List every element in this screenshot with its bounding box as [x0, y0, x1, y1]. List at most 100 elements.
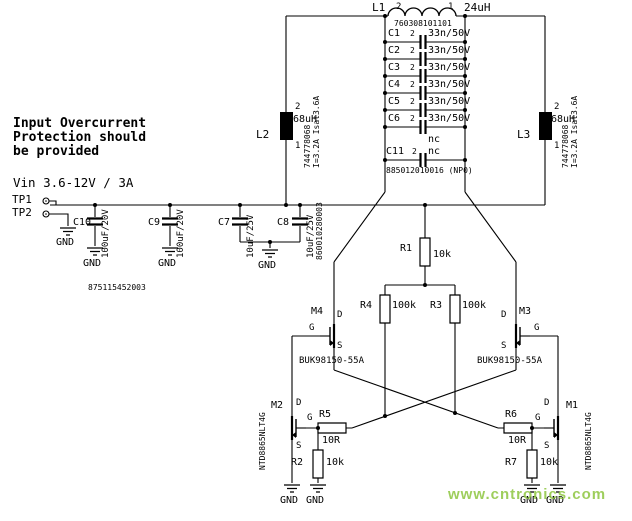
m1-part-label: NTD8865NLT4G	[584, 412, 593, 470]
m3-ref-label: M3	[519, 306, 532, 317]
watermark-text: www.cntronics.com	[448, 486, 607, 503]
l3-current-note-label: I=3.2A Isat3.6A	[570, 95, 579, 168]
c3-pin-label: 2	[410, 63, 415, 72]
c1-value-label: 33n/50V	[428, 28, 471, 39]
c4-ref-label: C4	[388, 79, 401, 90]
input-part-label: 875115452003	[88, 283, 146, 292]
tp1-marker	[43, 198, 49, 204]
m3-part-label: BUK98150-55A	[477, 356, 543, 366]
wires	[49, 16, 558, 483]
inductor-l1-symbol	[388, 8, 456, 16]
r7-value-label: 10k	[540, 457, 559, 468]
c10-ref-label: C10	[73, 217, 92, 228]
gnd-label-r7: GND	[520, 495, 539, 506]
gnd-label-tp: GND	[56, 237, 75, 248]
c7-ref-label: C7	[218, 217, 231, 228]
l2-pin-bot-label: 1	[295, 141, 301, 151]
r1-ref-label: R1	[400, 243, 413, 254]
choke-l2-symbol	[280, 112, 293, 140]
c11-ref-label: C11	[386, 146, 405, 157]
c6-ref-label: C6	[388, 113, 401, 124]
r5-value-label: 10R	[322, 435, 341, 446]
r3-ref-label: R3	[430, 300, 443, 311]
c1-ref-label: C1	[388, 28, 401, 39]
c3-ref-label: C3	[388, 62, 401, 73]
input-capacitor-symbols	[87, 219, 308, 225]
l2-pin-top-label: 2	[295, 102, 301, 112]
c11-pin-label: 2	[412, 147, 417, 156]
l3-ref-label: L3	[517, 128, 531, 141]
gnd-label-r2: GND	[306, 495, 325, 506]
r6-value-label: 10R	[508, 435, 527, 446]
l1-part-label: 760308101101	[394, 19, 452, 28]
c2-value-label: 33n/50V	[428, 45, 471, 56]
m1-pin-g-label: G	[535, 413, 541, 423]
r2-value-label: 10k	[326, 457, 345, 468]
gnd-label-c10: GND	[83, 258, 102, 269]
c5-pin-label: 2	[410, 97, 415, 106]
l3-pin-bot-label: 1	[554, 141, 560, 151]
m3-pin-g-label: G	[534, 323, 540, 333]
r4-ref-label: R4	[360, 300, 373, 311]
r7-ref-label: R7	[505, 457, 518, 468]
m2-ref-label: M2	[271, 400, 284, 411]
l2-current-note-label: I=3.2A Isat3.6A	[312, 95, 321, 168]
m4-pin-d-label: D	[337, 310, 343, 320]
c2-pin-label: 2	[410, 46, 415, 55]
m3-pin-s-label: S	[501, 341, 507, 351]
note-line-3: be provided	[13, 144, 100, 159]
tp1-label: TP1	[12, 193, 32, 206]
mosfet-m3-symbol	[516, 324, 530, 348]
c11-value-label: nc	[428, 146, 441, 157]
c6-pin-label: 2	[410, 114, 415, 123]
m1-ref-label: M1	[566, 400, 579, 411]
r2-ref-label: R2	[291, 457, 304, 468]
l3-part-label: 744778068	[561, 124, 570, 168]
l3-pin-top-label: 2	[554, 102, 560, 112]
l1-pin2-label: 2	[396, 2, 402, 12]
resistor-r5-symbol	[318, 423, 346, 433]
m1-pin-s-label: S	[544, 441, 550, 451]
c5-ref-label: C5	[388, 96, 401, 107]
c8-part-label: 860010280003	[315, 202, 324, 260]
m1-pin-d-label: D	[544, 398, 550, 408]
l1-value-label: 24uH	[464, 1, 491, 14]
c3-value-label: 33n/50V	[428, 62, 471, 73]
m2-pin-s-label: S	[296, 441, 302, 451]
c8-ref-label: C8	[277, 217, 290, 228]
mosfet-m4-symbol	[320, 324, 334, 348]
note-line-2: Protection should	[13, 130, 147, 145]
r1-value-label: 10k	[433, 249, 452, 260]
c2-ref-label: C2	[388, 45, 401, 56]
c5-value-label: 33n/50V	[428, 96, 471, 107]
note-line-1: Input Overcurrent	[13, 116, 147, 131]
l2-value-label: 68uH	[293, 114, 318, 125]
resistor-r3-symbol	[450, 295, 460, 323]
l1-pin1-label: 1	[448, 2, 454, 12]
m2-pin-g-label: G	[307, 413, 313, 423]
m2-pin-d-label: D	[296, 398, 302, 408]
c9-value-label: 100uF/20V	[176, 209, 186, 258]
resistor-r1-symbol	[420, 238, 430, 266]
m3-pin-d-label: D	[501, 310, 507, 320]
c4-value-label: 33n/50V	[428, 79, 471, 90]
m4-ref-label: M4	[311, 306, 324, 317]
tp2-label: TP2	[12, 206, 32, 219]
r3-value-label: 100k	[462, 300, 487, 311]
m4-part-label: BUK98150-55A	[299, 356, 365, 366]
resistor-r6-symbol	[504, 423, 532, 433]
tp2-marker	[43, 211, 49, 217]
r5-ref-label: R5	[319, 409, 332, 420]
tank-capacitor-symbols	[421, 35, 426, 167]
r6-ref-label: R6	[505, 409, 518, 420]
l2-part-label: 744778068	[303, 124, 312, 168]
nc-extra-label: nc	[428, 134, 441, 145]
tank-cap-part-label: 885012010016 (NP0)	[386, 166, 473, 175]
c1-pin-label: 2	[410, 29, 415, 38]
c10-value-label: 100uF/20V	[101, 209, 111, 258]
m2-part-label: NTD8865NLT4G	[258, 412, 267, 470]
choke-l3-symbol	[539, 112, 552, 140]
l3-value-label: 68uH	[551, 114, 576, 125]
